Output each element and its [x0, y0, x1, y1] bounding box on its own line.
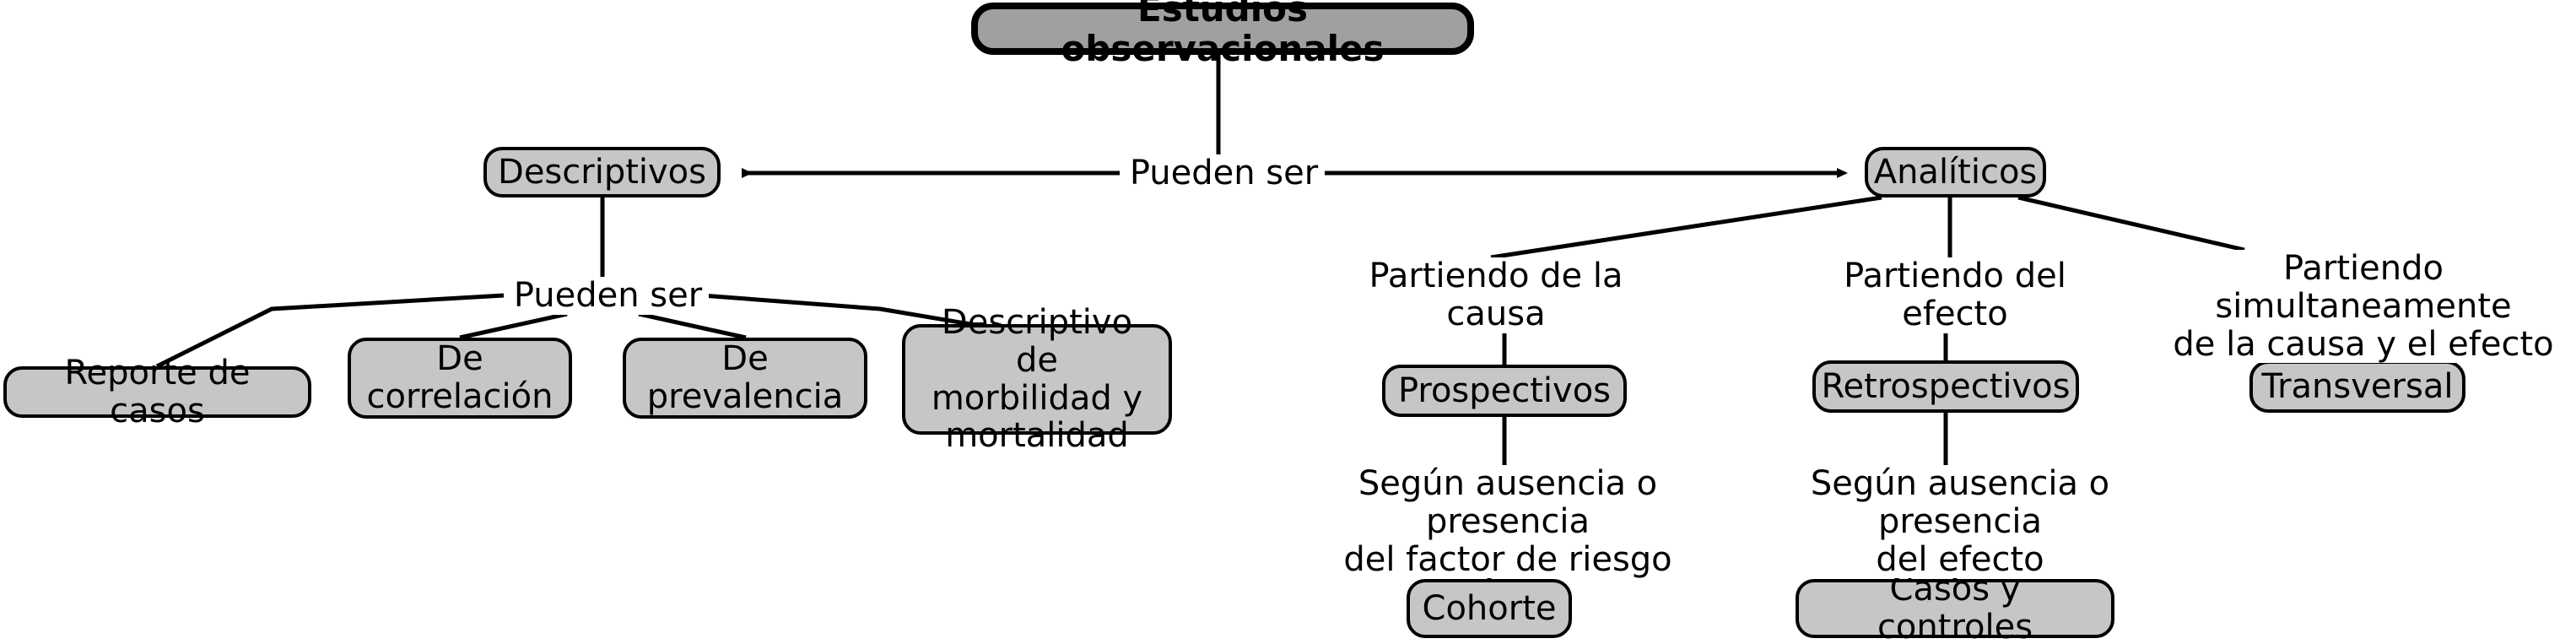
edge-analiticos-to-simultaneo	[2017, 195, 2245, 252]
edge-analiticos-to-causa	[1490, 195, 1882, 260]
node-descriptivos[interactable]: Descriptivos	[483, 147, 721, 198]
edge-label-pueden-ser-top: Pueden ser	[1123, 154, 1325, 192]
node-retrospectivos[interactable]: Retrospectivos	[1812, 360, 2079, 413]
node-transversal[interactable]: Transversal	[2249, 360, 2465, 413]
node-analiticos[interactable]: Analíticos	[1865, 147, 2046, 198]
edge-label-pueden-ser-descriptivos: Pueden ser	[507, 277, 709, 315]
node-prospectivos[interactable]: Prospectivos	[1382, 365, 1627, 417]
edge-label-partiendo-del-efecto: Partiendo del efecto	[1796, 257, 2114, 333]
node-estudios-observacionales[interactable]: Estudios observacionales	[971, 0, 1474, 68]
edge-pueden-ser-to-prevalencia	[638, 311, 747, 340]
edge-label-segun-del-efecto: Según ausencia o presencia del efecto	[1725, 465, 2195, 579]
edge-pueden-ser-to-correlacion	[459, 311, 568, 340]
node-de-correlacion[interactable]: De correlación	[348, 338, 572, 419]
edge-pueden-ser-to-morbilidad	[701, 293, 971, 327]
edge-pueden-ser-to-reporte	[155, 293, 505, 369]
edge-label-partiendo-simultaneamente: Partiendo simultaneamente de la causa y …	[2147, 250, 2576, 364]
node-casos-y-controles[interactable]: Casos y controles	[1796, 571, 2114, 644]
edge-label-partiendo-de-la-causa: Partiendo de la causa	[1325, 257, 1667, 333]
node-descriptivo-morbilidad-mortalidad[interactable]: Descriptivo de morbilidad y mortalidad	[902, 304, 1172, 455]
node-de-prevalencia[interactable]: De prevalencia	[623, 338, 867, 419]
node-cohorte[interactable]: Cohorte	[1407, 579, 1572, 638]
node-reporte-de-casos[interactable]: Reporte de casos	[3, 354, 311, 430]
edge-label-segun-factor-de-riesgo: Según ausencia o presencia del factor de…	[1272, 465, 1743, 579]
